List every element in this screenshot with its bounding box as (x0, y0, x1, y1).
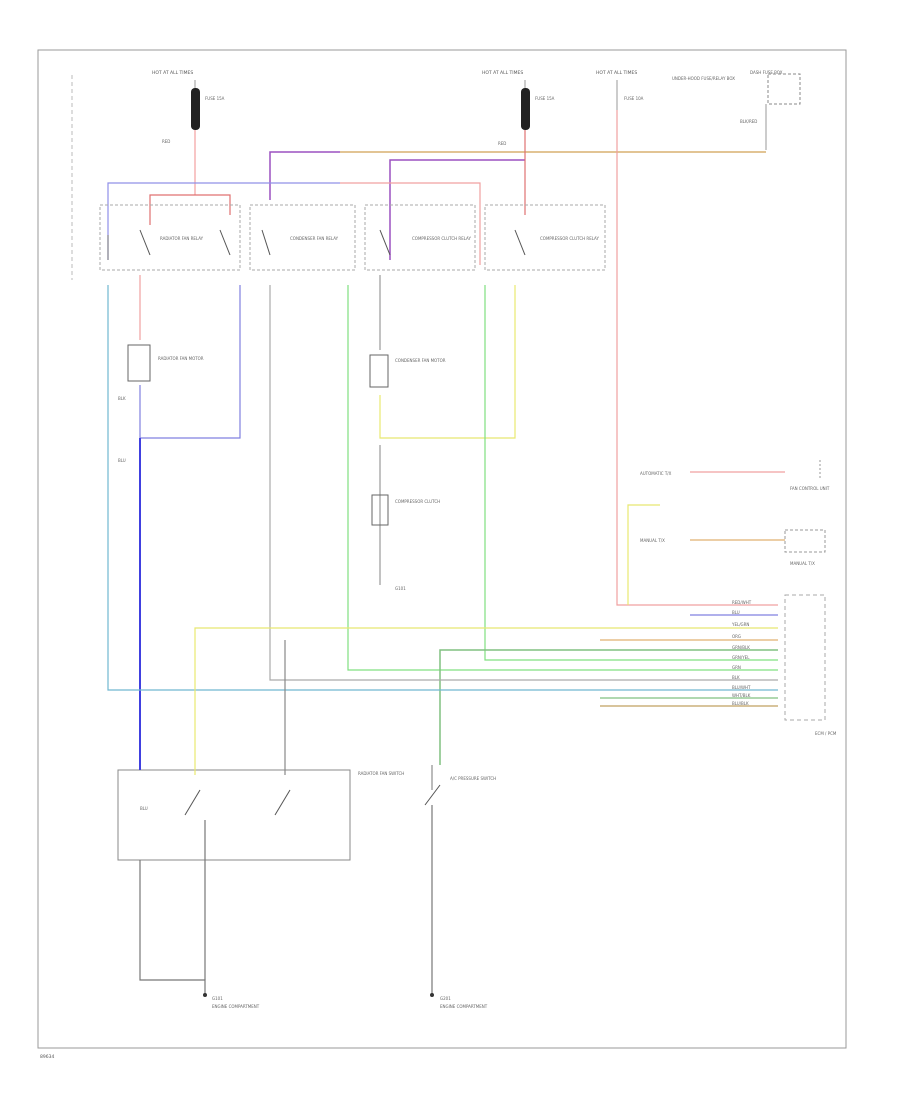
wire-label-red-2: RED (498, 141, 506, 146)
wire-blu-top (107, 182, 340, 260)
switch-contact-1 (184, 789, 201, 816)
ground-left-loc: ENGINE COMPARTMENT (212, 1004, 260, 1009)
fuse-panel-label: DASH FUSE BOX (750, 70, 783, 75)
power-source-3: HOT AT ALL TIMES FUSE 10A UNDER-HOOD FUS… (596, 70, 801, 150)
wire-yel-long (194, 627, 778, 760)
tx-box (784, 529, 826, 553)
wire-grn-2 (484, 285, 778, 661)
ground-left-label: G101 (212, 996, 223, 1001)
wire-label-red-1: RED (162, 139, 170, 144)
hot-label-1: HOT AT ALL TIMES (152, 70, 193, 76)
wire-yel-cond (379, 285, 516, 439)
label-red-wht: RED/WHT (732, 600, 752, 605)
wire-lt-blu-long (107, 285, 778, 691)
relay-4: COMPRESSOR CLUTCH RELAY (484, 204, 606, 271)
wire-red-right (616, 110, 778, 606)
ecm-label: ECM / PCM (815, 731, 837, 736)
label-grn: GRN (732, 665, 741, 670)
radiator-fan-motor-label: RADIATOR FAN MOTOR (158, 356, 204, 361)
page-id: 89634 (40, 1054, 54, 1060)
compressor-clutch-relay: COMPRESSOR CLUTCH RELAY (364, 204, 476, 271)
fuse-3-label: FUSE 10A (624, 96, 644, 101)
wire-pur-2 (389, 159, 525, 260)
fuse-box-label: UNDER-HOOD FUSE/RELAY BOX (672, 76, 735, 81)
dash-fuse-box (767, 73, 801, 105)
label-blu-blk: BLU/BLK (732, 701, 749, 706)
pressure-switch: A/C PRESSURE SWITCH G201 ENGINE COMPARTM… (424, 765, 496, 1009)
manual-tx-label-2: MANUAL T/X (790, 561, 815, 566)
fuse-1-label: FUSE 15A (205, 96, 225, 101)
ground-g101-icon (203, 993, 207, 997)
radiator-fan-switch-label: RADIATOR FAN SWITCH (358, 771, 404, 776)
power-source-1: HOT AT ALL TIMES FUSE 15A RED (152, 70, 225, 195)
wire-red-relay-feed (149, 194, 231, 225)
label-wht-blk: WHT/BLK (732, 693, 751, 698)
ground-g201-icon (430, 993, 434, 997)
switch-contact-2 (274, 789, 291, 816)
label-grn-blk: GRN/BLK (732, 645, 750, 650)
wire-label-blk-1: BLK (118, 396, 126, 401)
auto-tx-label: AUTOMATIC T/X (640, 471, 672, 476)
wire-pur-top (269, 151, 340, 200)
wire-label-blk-red-top: BLK/RED (740, 119, 757, 124)
label-blu: BLU (732, 610, 740, 615)
radiator-fan-motor-icon (127, 344, 151, 382)
page-border (37, 49, 847, 1049)
relay-compressor-label-2: COMPRESSOR CLUTCH RELAY (540, 236, 599, 241)
radiator-switch-inner-label: BLU (140, 806, 148, 811)
wire-label-blu-1: BLU (118, 458, 126, 463)
fuse-2-label: FUSE 15A (535, 96, 555, 101)
wire-grn-1 (347, 285, 778, 671)
radiator-fan-switch-box (117, 769, 351, 861)
pressure-switch-label: A/C PRESSURE SWITCH (450, 776, 496, 781)
power-source-2: HOT AT ALL TIMES FUSE 15A RED (482, 70, 555, 146)
label-yel-grn: YEL/GRN (731, 622, 749, 627)
condenser-fan-motor-label: CONDENSER FAN MOTOR (395, 358, 446, 363)
wire-red-2 (340, 182, 481, 265)
wire-ground-1 (139, 860, 206, 995)
wire-yel-2 (627, 504, 660, 605)
relay-condenser-label: CONDENSER FAN RELAY (290, 236, 339, 241)
label-grn-yel: GRN/YEL (732, 655, 750, 660)
compressor-clutch-icon (371, 494, 389, 526)
hot-label-2: HOT AT ALL TIMES (482, 70, 523, 76)
ground-g101-label: G101 (395, 586, 406, 591)
ecm-box (784, 594, 826, 721)
ground-right-label: G201 (440, 996, 451, 1001)
condenser-fan-relay: CONDENSER FAN RELAY (249, 204, 356, 271)
fan-control-label: FAN CONTROL UNIT (790, 486, 830, 491)
manual-tx-label: MANUAL T/X (640, 538, 665, 543)
condenser-fan-motor-icon (369, 354, 389, 388)
relay-compressor-label: COMPRESSOR CLUTCH RELAY (412, 236, 471, 241)
label-blk: BLK (732, 675, 740, 680)
label-org: ORG (732, 634, 741, 639)
relay-radiator-label: RADIATOR FAN RELAY (160, 236, 204, 241)
label-blu-wht: BLU/WHT (732, 685, 751, 690)
hot-label-3: HOT AT ALL TIMES (596, 70, 637, 76)
radiator-fan-relay: RADIATOR FAN RELAY (99, 204, 241, 271)
wire-blk-long (269, 285, 778, 681)
compressor-clutch-label: COMPRESSOR CLUTCH (395, 499, 440, 504)
fuse-1-icon (191, 88, 200, 130)
wire-blk-rad (139, 285, 241, 439)
fuse-2-icon (521, 88, 530, 130)
wire-grn-3 (439, 649, 778, 765)
ground-right-loc: ENGINE COMPARTMENT (440, 1004, 488, 1009)
